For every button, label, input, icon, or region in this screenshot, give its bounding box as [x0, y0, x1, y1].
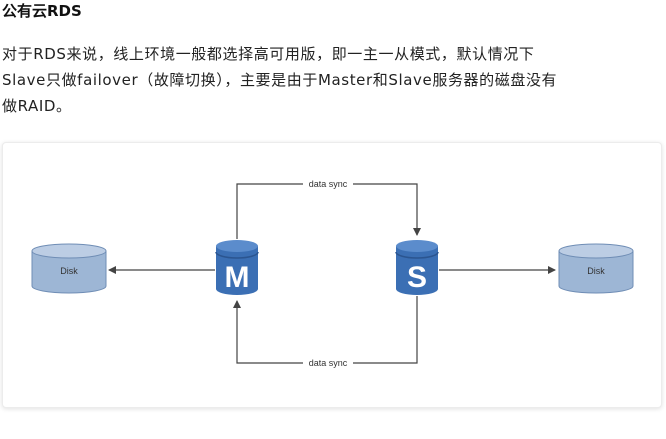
section-heading: 公有云RDS [2, 2, 82, 20]
slave-db-icon: S [395, 240, 439, 295]
sync-bottom-label: data sync [309, 358, 348, 368]
slave-letter: S [407, 261, 427, 294]
disk-right-label: Disk [587, 266, 605, 276]
paragraph-line-1: 对于RDS来说，线上环境一般都选择高可用版，即一主一从模式，默认情况下 [2, 45, 535, 63]
disk-left: Disk [31, 243, 107, 294]
paragraph-line-3: 做RAID。 [2, 97, 72, 115]
paragraph: 对于RDS来说，线上环境一般都选择高可用版，即一主一从模式，默认情况下 Slav… [2, 41, 664, 119]
master-letter: M [225, 261, 250, 294]
paragraph-line-2: Slave只做failover（故障切换），主要是由于Master和Slave服… [2, 71, 558, 89]
rds-architecture-diagram: Disk Disk M S data sync [2, 142, 662, 408]
master-db-icon: M [215, 240, 259, 295]
disk-right: Disk [558, 243, 634, 294]
diagram-canvas: Disk Disk M S data sync [31, 177, 634, 369]
disk-left-label: Disk [60, 266, 78, 276]
sync-top-label: data sync [309, 179, 348, 189]
sync-top-arrow [236, 183, 421, 239]
sync-bottom-arrow [233, 296, 418, 364]
